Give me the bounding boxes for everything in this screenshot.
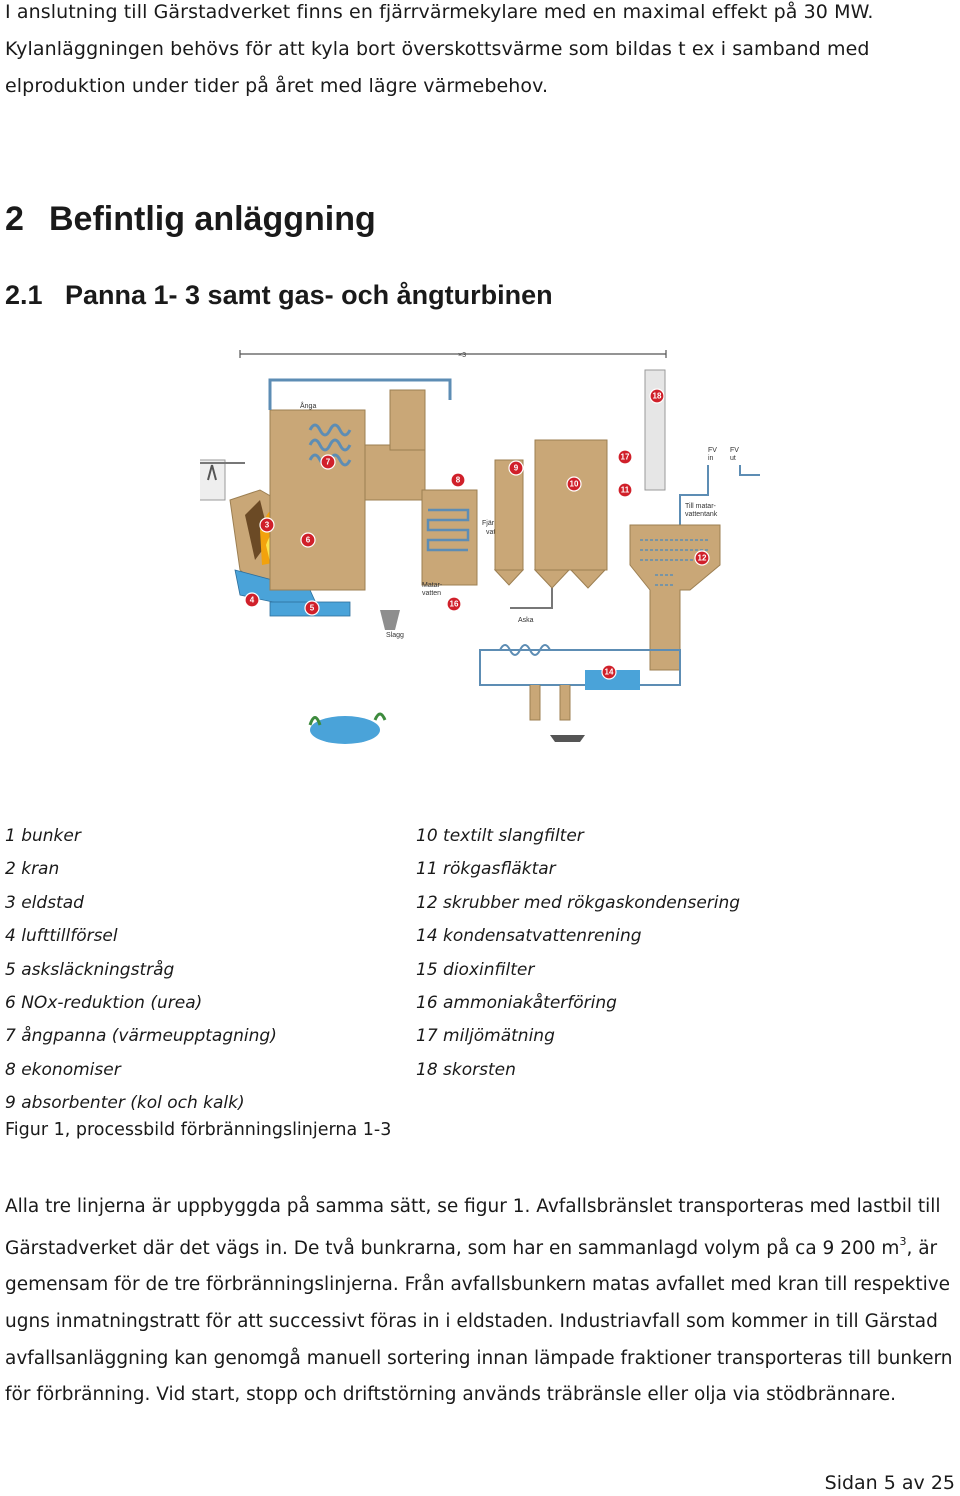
legend-left: 1 bunker 2 kran 3 eldstad 4 lufttillförs… [5, 820, 277, 1121]
boiler: Ånga [268, 378, 452, 591]
badge: 12 [694, 550, 710, 566]
steam-label: Ånga [300, 401, 316, 410]
district-heat-connection: FV in FV ut Till matar- vattentank [679, 447, 760, 530]
legend-item: 18 skorsten [416, 1059, 516, 1080]
badge: 11 [617, 482, 633, 498]
intro-line: I anslutning till Gärstadverket finns en… [5, 1, 874, 23]
steam-header: ×3 [239, 350, 667, 359]
legend-item: 9 absorbenter (kol och kalk) [5, 1093, 245, 1114]
badge: 14 [601, 664, 617, 680]
svg-text:18: 18 [653, 392, 662, 401]
svg-text:11: 11 [621, 486, 630, 495]
legend-item: 15 dioxinfilter [416, 959, 535, 980]
bunker-building [200, 459, 245, 501]
pond [308, 712, 387, 744]
svg-text:3: 3 [265, 521, 270, 530]
badge: 8 [450, 472, 466, 488]
svg-text:14: 14 [605, 668, 614, 677]
fv-in-label: FV [708, 447, 717, 454]
legend-item: 6 NOx-reduktion (urea) [5, 992, 203, 1013]
badge: 9 [508, 460, 524, 476]
section-title: Befintlig anläggning [49, 200, 376, 238]
badge: 6 [300, 532, 316, 548]
intro-line: Kylanläggningen behövs för att kyla bort… [5, 38, 870, 60]
badge: 17 [617, 449, 633, 465]
process-diagram: ×3 Ånga Fjärrvärme- vat [200, 350, 760, 744]
superscript: 3 [899, 1234, 907, 1248]
badge: 5 [304, 600, 320, 616]
legend-item: 17 miljömätning [416, 1026, 555, 1047]
feedwater-label: Matar- [422, 582, 443, 589]
x3-label: ×3 [458, 352, 466, 359]
badge: 3 [259, 517, 275, 533]
legend-item: 2 kran [5, 859, 60, 880]
svg-text:9: 9 [514, 464, 519, 473]
badge: 16 [446, 596, 462, 612]
condensate-treatment [479, 644, 681, 742]
intro-line: elproduktion under tider på året med läg… [5, 75, 549, 97]
body-text-part: Alla tre linjerna är uppbyggda på samma … [5, 1196, 941, 1259]
figure-caption: Figur 1, processbild förbränningslinjern… [5, 1120, 392, 1140]
legend-right: 10 textilt slangfilter 11 rökgasfläktar … [416, 820, 740, 1087]
body-paragraph: Alla tre linjerna är uppbyggda på samma … [5, 1189, 960, 1414]
badge: 7 [320, 454, 336, 470]
svg-text:10: 10 [570, 480, 579, 489]
boiler-stack [644, 369, 666, 491]
ash-label: Aska [518, 617, 534, 624]
badge: 18 [649, 388, 665, 404]
svg-text:16: 16 [450, 600, 459, 609]
feed-tank-label: Till matar- [685, 503, 717, 510]
legend-item: 16 ammoniakåterföring [416, 992, 617, 1013]
slag-label: Slagg [386, 632, 404, 639]
section-heading: 2 Befintlig anläggning [5, 200, 376, 239]
subsection-title: Panna 1- 3 samt gas- och ångturbinen [65, 280, 553, 310]
svg-text:4: 4 [250, 596, 255, 605]
svg-text:12: 12 [698, 554, 707, 563]
economiser: Fjärrvärme- vatten Matar- vatten [421, 489, 519, 597]
filter-unit: Aska [493, 439, 608, 624]
legend-item: 14 kondensatvattenrening [416, 926, 642, 947]
legend-item: 10 textilt slangfilter [416, 826, 584, 846]
intro-paragraph: I anslutning till Gärstadverket finns en… [5, 0, 955, 105]
svg-text:17: 17 [621, 453, 630, 462]
subsection-heading: 2.1 Panna 1- 3 samt gas- och ångturbinen [5, 280, 553, 311]
legend-item: 3 eldstad [5, 892, 84, 913]
feedwater-label-2: vatten [422, 590, 441, 597]
fv-in-label-2: in [708, 455, 714, 462]
legend-item: 12 skrubber med rökgaskondensering [416, 892, 741, 913]
fv-out-label-2: ut [730, 455, 736, 462]
body-text-part: , är gemensam för de tre förbränningslin… [5, 1237, 953, 1406]
scrubber [629, 524, 721, 671]
fv-out-label: FV [730, 447, 739, 454]
subsection-number: 2.1 [5, 280, 43, 310]
badge: 4 [244, 592, 260, 608]
legend-item: 4 lufttillförsel [5, 926, 118, 947]
svg-text:8: 8 [456, 476, 461, 485]
slag-outlet: Slagg [380, 610, 404, 639]
legend-item: 5 asksläckningstråg [5, 959, 175, 980]
feed-tank-label-2: vattentank [685, 511, 718, 518]
page-number: Sidan 5 av 25 [824, 1472, 955, 1494]
svg-text:7: 7 [326, 458, 331, 467]
svg-text:5: 5 [310, 604, 315, 613]
legend-item: 8 ekonomiser [5, 1059, 121, 1080]
badge: 10 [566, 476, 582, 492]
legend-item: 7 ångpanna (värmeupptagning) [5, 1026, 277, 1047]
legend-item: 11 rökgasfläktar [416, 859, 556, 880]
legend-item: 1 bunker [5, 826, 81, 846]
section-number: 2 [5, 200, 24, 238]
svg-text:6: 6 [306, 536, 311, 545]
